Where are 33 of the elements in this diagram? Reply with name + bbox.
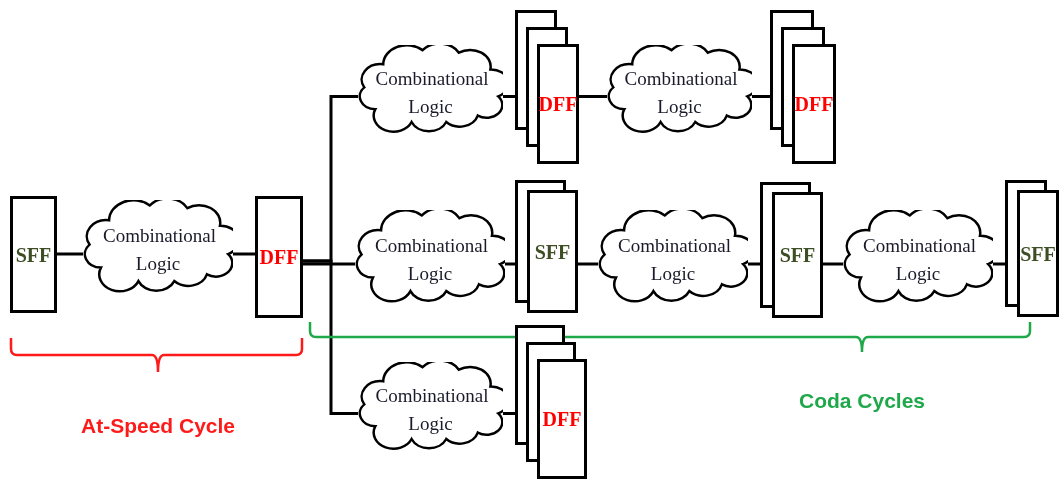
flip-flop-stack <box>515 10 579 164</box>
cloud-label: Combinational Logic <box>624 66 735 119</box>
flip-flop-label: SFF <box>779 245 816 265</box>
flip-flop-label: SFF <box>534 241 571 262</box>
flip-flop-label: DFF <box>794 94 834 114</box>
wire <box>752 95 770 98</box>
cycle-label: Coda Cycles <box>798 388 926 414</box>
flip-flop-stack <box>515 325 587 479</box>
flip-flop-stack <box>515 180 578 313</box>
wire <box>748 262 760 266</box>
wire <box>993 262 1005 266</box>
wire <box>233 252 255 256</box>
flip-flop-label: SFF <box>1020 243 1056 264</box>
wire <box>303 259 358 415</box>
wire <box>823 262 843 266</box>
flip-flop-stack <box>760 182 823 318</box>
wire <box>579 95 607 98</box>
wire <box>505 262 515 266</box>
wire <box>503 95 515 98</box>
flip-flop-box <box>255 196 303 318</box>
cloud-label: Combinational Logic <box>375 383 486 436</box>
wire <box>303 262 355 266</box>
wire <box>578 262 598 266</box>
cycle-label: At-Speed Cycle <box>81 413 235 439</box>
flip-flop-label: DFF <box>542 409 582 429</box>
flip-flop-stack <box>770 10 836 164</box>
flip-flop-stack <box>1005 180 1059 317</box>
cloud-label: Combinational Logic <box>375 66 486 119</box>
flip-flop-box <box>10 196 57 313</box>
wire <box>57 252 83 256</box>
flip-flop-label: SFF <box>15 244 52 265</box>
flip-flop-label: DFF <box>259 247 299 267</box>
wire <box>503 412 515 415</box>
